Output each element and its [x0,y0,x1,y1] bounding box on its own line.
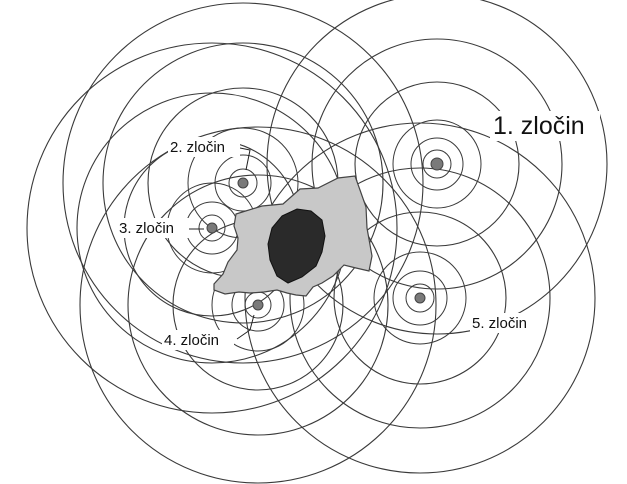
crime-3-label: 3. zločin [119,220,174,237]
crime-4-label: 4. zločin [164,332,219,349]
crime-site-1 [431,158,443,170]
crime-2-label: 2. zločin [170,139,225,156]
crime-site-5 [415,293,425,303]
crime-5-label: 5. zločin [472,315,527,332]
crime-site-2 [238,178,248,188]
crime-4-leader [237,315,254,339]
crime-site-4 [253,300,263,310]
crime-site-3 [207,223,217,233]
crime-1-label: 1. zločin [493,112,585,140]
crime-2-leader [240,148,250,170]
